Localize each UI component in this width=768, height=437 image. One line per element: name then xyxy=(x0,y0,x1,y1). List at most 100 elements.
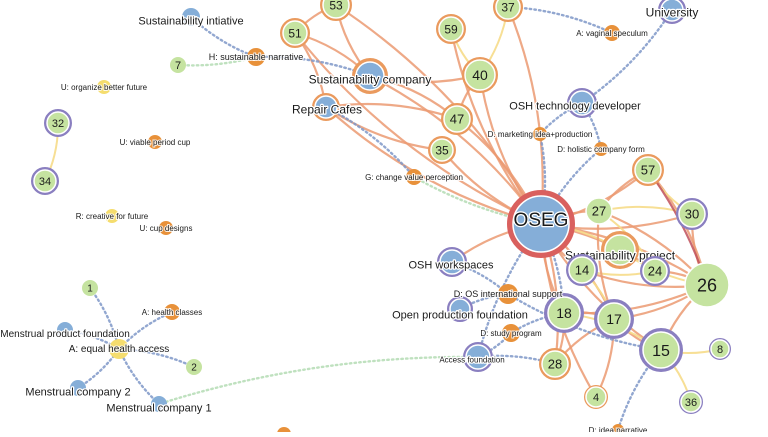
node-ring xyxy=(507,190,575,258)
node-label: 53 xyxy=(329,0,343,12)
node-n32[interactable]: 32 xyxy=(44,109,72,137)
node-label: 18 xyxy=(556,305,572,321)
node-n27[interactable]: 27 xyxy=(585,197,613,225)
node-n37[interactable]: 37 xyxy=(493,0,523,22)
node-dot xyxy=(604,234,636,266)
node-n47[interactable]: 47 xyxy=(441,103,473,135)
node-label: D: holistic company form xyxy=(557,145,645,154)
node-repair-cafes[interactable]: Repair Cafes xyxy=(291,93,363,121)
node-osh-ws[interactable]: OSH workspaces xyxy=(407,247,495,277)
node-n34[interactable]: 34 xyxy=(31,167,59,195)
node-dot xyxy=(547,296,581,330)
node-ring xyxy=(679,390,703,414)
node-n15[interactable]: 15 xyxy=(639,328,683,372)
node-dot xyxy=(406,169,422,185)
node-dot xyxy=(464,59,496,91)
node-n1[interactable]: 1 xyxy=(82,280,98,296)
node-dot xyxy=(569,90,595,116)
node-h-narrative[interactable]: H: sustainable narrative xyxy=(208,48,304,66)
node-menstrual-foundation[interactable]: Menstrual product foundation xyxy=(0,322,131,341)
node-ring xyxy=(709,338,731,360)
node-n36[interactable]: 36 xyxy=(679,390,703,414)
node-ring xyxy=(352,58,388,94)
node-n8[interactable]: 8 xyxy=(709,338,731,360)
node-access-found[interactable]: Access foundation xyxy=(438,342,506,372)
node-dot xyxy=(182,8,200,26)
node-n14[interactable]: 14 xyxy=(566,254,598,286)
node-menstrual-co2[interactable]: Menstrual company 2 xyxy=(24,380,132,400)
node-label: 8 xyxy=(717,344,723,356)
node-ring xyxy=(312,93,340,121)
node-a-speculum[interactable]: A: vaginal speculum xyxy=(575,25,649,41)
node-u-future[interactable]: U: organize better future xyxy=(60,80,149,94)
node-r-creative[interactable]: R: creative for future xyxy=(75,209,150,223)
node-d-holistic[interactable]: D: holistic company form xyxy=(556,142,646,156)
node-n40[interactable]: 40 xyxy=(462,57,498,93)
node-n7[interactable]: 7 xyxy=(170,57,186,73)
node-ring xyxy=(632,154,664,186)
node-a-equal[interactable]: A: equal health access xyxy=(68,339,170,359)
node-label: Access foundation xyxy=(439,355,504,364)
node-menstrual-co1[interactable]: Menstrual company 1 xyxy=(105,396,213,416)
node-n24[interactable]: 24 xyxy=(640,256,670,286)
node-dot xyxy=(585,197,613,225)
node-ring xyxy=(566,254,598,286)
node-sust-company[interactable]: Sustainability company xyxy=(307,58,433,94)
node-n35[interactable]: 35 xyxy=(428,136,456,164)
node-n57[interactable]: 57 xyxy=(632,154,664,186)
node-n59[interactable]: 59 xyxy=(436,14,466,44)
node-label: OSEG xyxy=(514,210,569,231)
node-ring xyxy=(447,296,473,322)
node-osh-dev[interactable]: OSH technology developer xyxy=(508,88,642,118)
node-a-health-classes[interactable]: A: health classes xyxy=(141,304,203,320)
edge-oseg-n51 xyxy=(293,31,543,226)
node-label: G: change value perception xyxy=(365,173,463,182)
node-g-change[interactable]: G: change value perception xyxy=(364,169,464,185)
node-dot xyxy=(105,209,119,223)
node-n17[interactable]: 17 xyxy=(594,299,634,339)
node-d-study[interactable]: D: study program xyxy=(479,324,543,342)
node-label: A: equal health access xyxy=(69,344,170,355)
node-label: 14 xyxy=(575,263,589,278)
node-n53[interactable]: 53 xyxy=(320,0,352,21)
node-dot xyxy=(82,280,98,296)
node-d-os-support[interactable]: D: OS international support xyxy=(453,284,564,304)
node-u-cup[interactable]: U: viable period cup xyxy=(119,135,192,149)
node-dot xyxy=(502,324,520,342)
node-dot xyxy=(585,386,607,408)
node-n2[interactable]: 2 xyxy=(186,359,202,375)
node-n30[interactable]: 30 xyxy=(676,198,708,230)
node-u-designs[interactable]: U: cup designs xyxy=(139,221,193,235)
node-label: D: marketing idea+production xyxy=(488,130,593,139)
node-n4[interactable]: 4 xyxy=(584,385,608,409)
node-label: 15 xyxy=(652,343,670,360)
node-n28[interactable]: 28 xyxy=(539,348,571,380)
node-label: 34 xyxy=(39,176,51,188)
node-oseg[interactable]: OSEG xyxy=(507,190,575,258)
node-dot xyxy=(449,298,471,320)
node-label: 32 xyxy=(52,118,64,130)
node-label: OSH technology developer xyxy=(509,100,641,112)
node-dot xyxy=(443,105,471,133)
node-n18[interactable]: 18 xyxy=(544,293,584,333)
node-label: 30 xyxy=(685,207,699,222)
node-dot xyxy=(604,25,620,41)
node-label: Menstrual product foundation xyxy=(0,329,130,340)
node-open-prod[interactable]: Open production foundation xyxy=(391,296,529,323)
node-ring xyxy=(601,231,639,269)
node-label: 1 xyxy=(87,284,93,295)
node-label: 37 xyxy=(501,0,515,14)
node-label: 35 xyxy=(435,143,449,157)
node-university[interactable]: University xyxy=(644,0,700,24)
node-d-idea[interactable]: D: idea narrative xyxy=(588,424,649,436)
node-label: 36 xyxy=(685,397,697,409)
node-n26[interactable]: 26 xyxy=(684,262,730,308)
node-ring xyxy=(567,88,597,118)
node-n51[interactable]: 51 xyxy=(280,18,310,48)
node-label: D: idea narrative xyxy=(589,426,648,432)
node-d-marketing[interactable]: D: marketing idea+production xyxy=(487,127,593,141)
node-sust-initiative[interactable]: Sustainability intiative xyxy=(137,8,245,29)
node-dot xyxy=(710,339,730,359)
node-ring xyxy=(462,57,498,93)
